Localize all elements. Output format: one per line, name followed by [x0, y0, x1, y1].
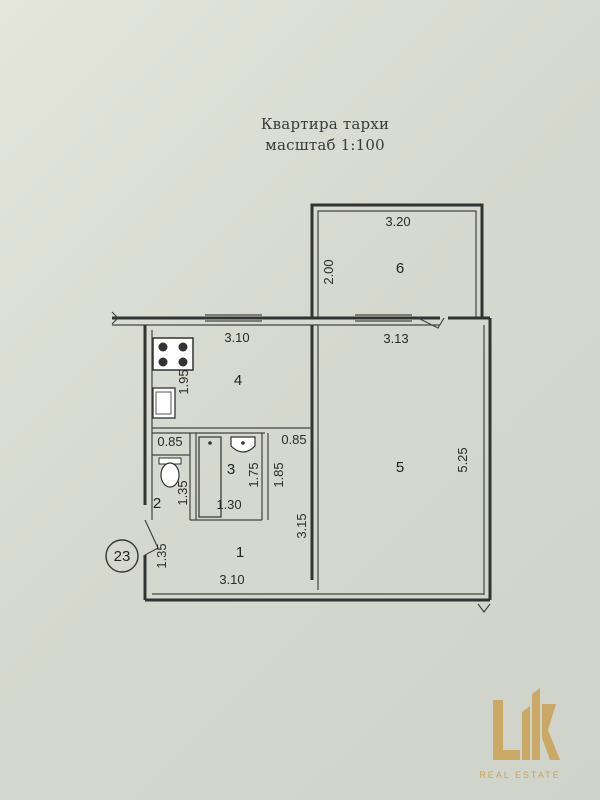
- dim-hall-width: 3.10: [219, 572, 244, 587]
- dim-wc-depth: 1.35: [175, 480, 190, 505]
- dim-balcony-width: 3.20: [385, 214, 410, 229]
- dim-balcony-depth: 2.00: [321, 259, 336, 284]
- plan-scale: масштаб 1:100: [265, 136, 385, 154]
- balcony-room-6: [310, 203, 484, 318]
- dim-hall-depth: 3.15: [294, 513, 309, 538]
- bathtub-icon: [198, 436, 222, 518]
- toilet-icon: [158, 457, 182, 488]
- apartment-number-badge: [105, 539, 139, 573]
- room-1-label: 1: [236, 544, 244, 561]
- dim-entry-depth: 1.35: [154, 543, 169, 568]
- dim-kitchen-width: 3.10: [224, 330, 249, 345]
- dim-bath-width: 1.30: [216, 497, 241, 512]
- dim-room5-depth: 5.25: [455, 447, 470, 472]
- plan-title: Квартира тархи: [260, 115, 390, 133]
- dim-room5-width: 3.13: [383, 331, 408, 346]
- dim-bath-corridor: 1.85: [271, 462, 286, 487]
- lk-logo: REAL ESTATE: [479, 688, 560, 780]
- room-5-label: 5: [396, 459, 404, 476]
- room-6-label: 6: [396, 260, 404, 277]
- apartment-walls: [111, 311, 492, 613]
- dim-wc-width: 0.85: [157, 434, 182, 449]
- apartment-number: 23: [114, 548, 131, 565]
- dim-bath-depth: 1.75: [246, 462, 261, 487]
- room-2-label: 2: [153, 495, 161, 512]
- room-3-label: 3: [227, 461, 235, 478]
- entry-door: [144, 519, 159, 556]
- logo-caption: REAL ESTATE: [479, 770, 560, 780]
- dim-bath-side: 0.85: [281, 432, 306, 447]
- interior-walls: [152, 314, 445, 590]
- washbasin-icon: [230, 436, 256, 453]
- dim-kitchen-depth: 1.95: [176, 369, 191, 394]
- stove-icon: [152, 337, 194, 371]
- room-4-label: 4: [234, 372, 242, 389]
- kitchen-sink-icon: [152, 387, 176, 419]
